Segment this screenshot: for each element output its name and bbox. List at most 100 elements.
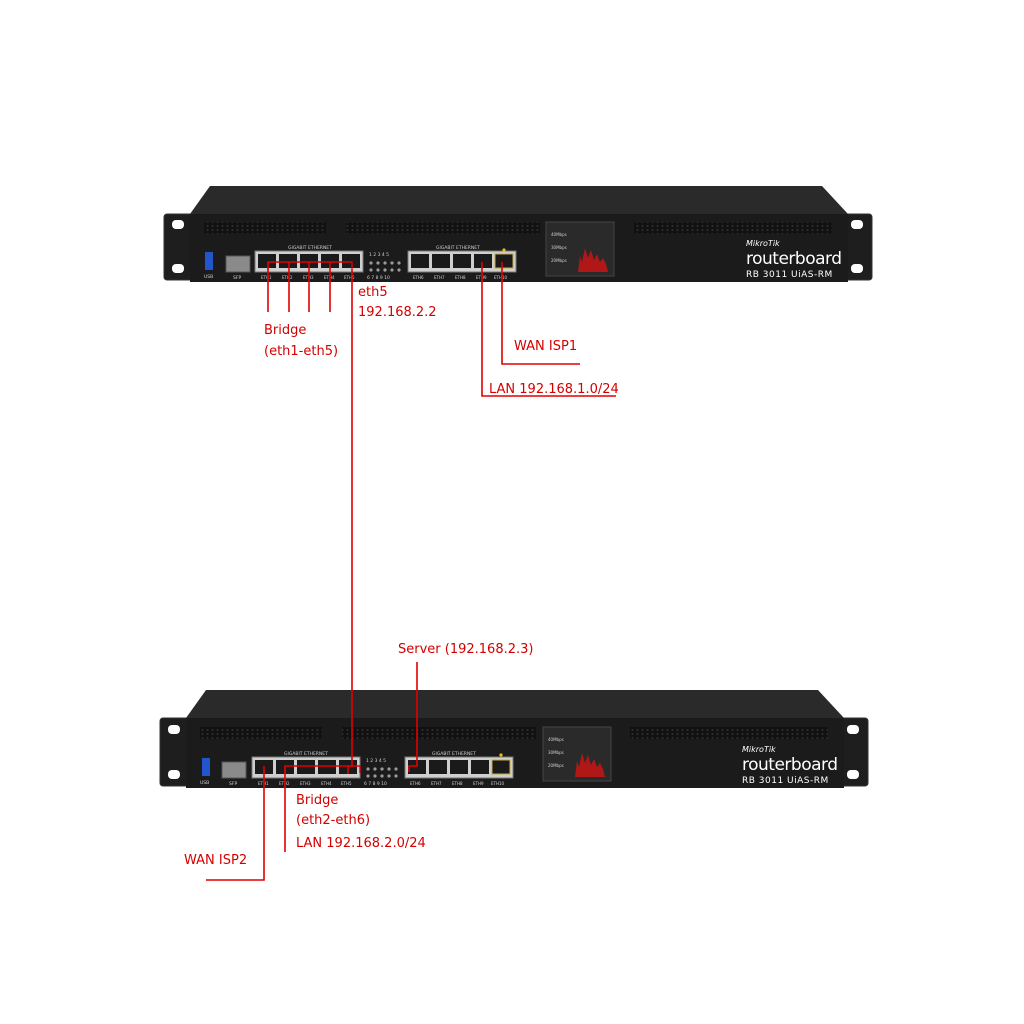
router-bottom: USB SFP GIGABIT ETHERNET ETH1 ETH2 ETH3 … <box>159 690 869 788</box>
screen-text: 30Mbps <box>548 750 564 755</box>
port-label: ETH4 <box>321 781 332 786</box>
rack-hole-icon <box>172 220 184 229</box>
bridge1-label-line1: Bridge <box>264 323 306 338</box>
ethernet-port <box>258 254 276 268</box>
port-label: ETH8 <box>455 275 466 280</box>
ethernet-port <box>321 254 339 268</box>
port-group-2-ports <box>408 759 511 775</box>
model-label: RB 3011 UiAS-RM <box>746 270 833 280</box>
port-group-title: GIGABIT ETHERNET <box>432 751 476 757</box>
port-label: ETH10 <box>494 275 508 280</box>
port-label: ETH6 <box>410 781 421 786</box>
sfp-label: SFP <box>233 275 241 281</box>
wire-lan1 <box>481 262 616 397</box>
wire-server <box>408 662 418 772</box>
ethernet-port <box>494 253 514 269</box>
wire-wan-isp1 <box>501 262 580 365</box>
bridge2-label-line2: (eth2-eth6) <box>296 813 370 828</box>
wire-wan-isp2 <box>206 766 265 881</box>
product-label: routerboard <box>746 249 842 269</box>
ethernet-port <box>429 760 447 774</box>
ethernet-port <box>432 254 450 268</box>
led-row-label: 6 7 8 9 10 <box>367 275 390 281</box>
ethernet-port <box>474 254 492 268</box>
usb-port <box>202 758 210 776</box>
rack-hole-icon <box>172 264 184 273</box>
usb-label: USB <box>204 274 213 280</box>
port-label: ETH3 <box>300 781 311 786</box>
rack-hole-icon <box>168 725 180 734</box>
led-row-label: 1 2 3 4 5 <box>366 758 386 764</box>
port-label: ETH5 <box>341 781 352 786</box>
port-group-1-ports <box>258 254 360 268</box>
status-leds <box>369 261 401 272</box>
usb-port <box>205 252 213 270</box>
rack-hole-icon <box>851 220 863 229</box>
led-row-label: 1 2 3 4 5 <box>369 252 389 258</box>
brand-label: MikroTik <box>746 239 780 248</box>
port-group-title: GIGABIT ETHERNET <box>288 245 332 251</box>
chassis-top <box>190 186 848 214</box>
vent-left <box>200 727 322 739</box>
screen-graph <box>578 248 608 272</box>
bridge2-label-line1: Bridge <box>296 793 338 808</box>
vent-right <box>630 727 828 739</box>
screen-text: 30Mbps <box>551 245 567 250</box>
port-label: ETH7 <box>431 781 442 786</box>
ethernet-port <box>318 760 336 774</box>
ethernet-port <box>342 254 360 268</box>
ethernet-port <box>491 759 511 775</box>
eth5-label-line2: 192.168.2.2 <box>358 305 437 320</box>
sfp-port <box>221 761 247 779</box>
led-row-label: 6 7 8 9 10 <box>364 781 387 787</box>
ethernet-port <box>279 254 297 268</box>
port-label: ETH2 <box>282 275 293 280</box>
wan-isp2-label: WAN ISP2 <box>184 853 247 868</box>
vent-mid <box>342 727 536 739</box>
vent-left <box>204 222 326 234</box>
rack-hole-icon <box>847 725 859 734</box>
screen-text: 20Mbps <box>551 258 567 263</box>
chassis-top <box>186 690 844 718</box>
usb-label: USB <box>200 780 209 786</box>
ethernet-port <box>300 254 318 268</box>
screen-text: 20Mbps <box>548 763 564 768</box>
port-label: ETH9 <box>473 781 484 786</box>
port-group-2-ports <box>411 253 514 269</box>
port-label: ETH10 <box>491 781 505 786</box>
poe-led-icon <box>502 248 506 252</box>
ethernet-port <box>408 760 426 774</box>
lan2-label: LAN 192.168.2.0/24 <box>296 836 426 851</box>
rack-hole-icon <box>851 264 863 273</box>
rack-hole-icon <box>168 770 180 779</box>
bridge1-label-line2: (eth1-eth5) <box>264 344 338 359</box>
poe-led-icon <box>499 753 503 757</box>
screen-text: 40Mbps <box>548 737 564 742</box>
router-top: USB SFP GIGABIT ETHERNET ETH1 ETH2 ETH3 … <box>163 186 873 282</box>
brand-label: MikroTik <box>742 745 776 754</box>
ethernet-port <box>450 760 468 774</box>
sfp-label: SFP <box>229 781 237 787</box>
ethernet-port <box>411 254 429 268</box>
port-group-title: GIGABIT ETHERNET <box>284 751 328 757</box>
port-group-title: GIGABIT ETHERNET <box>436 245 480 251</box>
status-leds <box>366 767 398 778</box>
product-label: routerboard <box>742 755 838 775</box>
ethernet-port <box>453 254 471 268</box>
model-label: RB 3011 UiAS-RM <box>742 776 829 786</box>
ethernet-port <box>471 760 489 774</box>
eth5-label-line1: eth5 <box>358 285 388 300</box>
screen-graph <box>575 753 605 777</box>
screen-text: 40Mbps <box>551 232 567 237</box>
sfp-port <box>225 255 251 273</box>
lan1-label: LAN 192.168.1.0/24 <box>489 382 619 397</box>
wan-isp1-label: WAN ISP1 <box>514 339 577 354</box>
server-label: Server (192.168.2.3) <box>398 642 533 657</box>
port-label: ETH6 <box>413 275 424 280</box>
rack-hole-icon <box>847 770 859 779</box>
wiring-bottom <box>206 662 418 881</box>
port-label: ETH1 <box>261 275 272 280</box>
port-label: ETH7 <box>434 275 445 280</box>
wiring-top <box>267 261 616 397</box>
